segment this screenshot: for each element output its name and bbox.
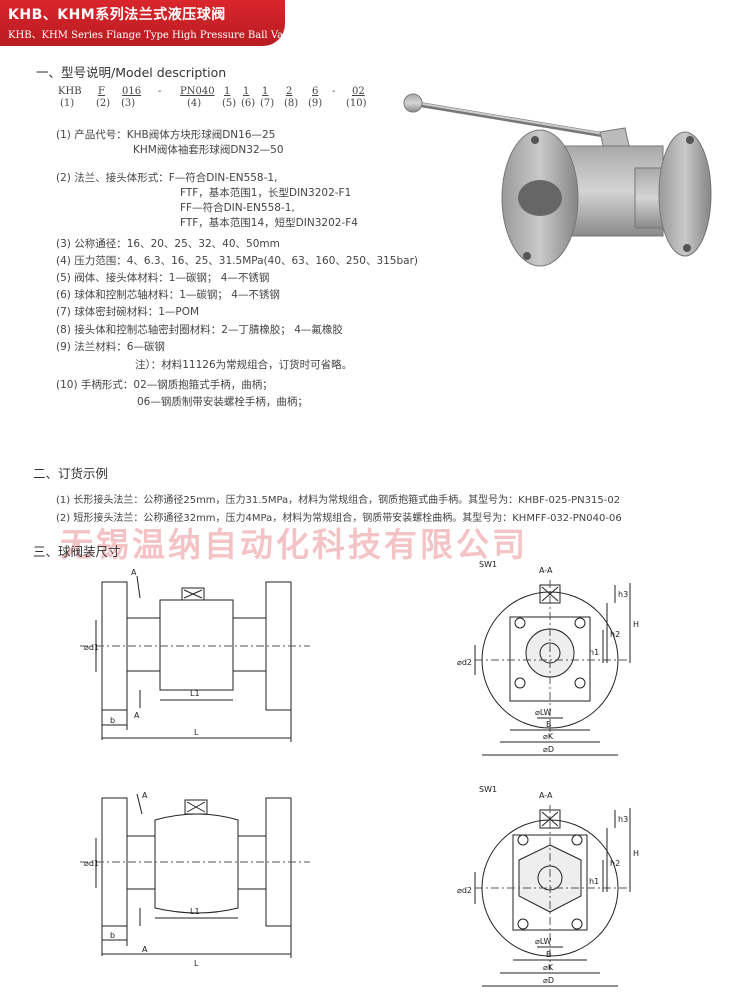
label-h3-2: h3 — [618, 815, 628, 824]
label-k: ⌀K — [543, 732, 554, 741]
label-a-top-2: A — [142, 791, 148, 800]
desc-line: (8) 接头体和控制芯轴密封圈材料：2—丁腈橡胶； 4—氟橡胶 — [56, 324, 343, 336]
label-h-2: H — [633, 849, 639, 858]
section-model-title: 一、型号说明/Model description — [36, 65, 227, 80]
label-a-bottom: A — [134, 711, 140, 720]
label-b-2: b — [110, 931, 115, 940]
code-index: (7) — [260, 98, 275, 109]
label-l1: L1 — [190, 689, 200, 698]
section-order-title: 二、订货示例 — [33, 466, 109, 481]
code-part: KHB — [58, 86, 82, 97]
label-k-2: ⌀K — [543, 963, 554, 972]
code-part: 6 — [312, 86, 319, 97]
header-red-bar — [0, 0, 285, 46]
label-l1-2: L1 — [190, 907, 200, 916]
code-part: 02 — [352, 86, 365, 97]
code-index: (5) — [222, 98, 237, 109]
code-part: 1 — [224, 86, 231, 97]
label-d: ⌀D — [543, 745, 554, 754]
section-dimensions-title: 三、球阀装尺寸 — [33, 544, 121, 559]
header-title-cn: KHB、KHM系列法兰式液压球阀 — [8, 7, 226, 23]
code-index: (4) — [187, 98, 202, 109]
label-b-width: B — [546, 720, 552, 729]
code-part: PN040 — [180, 86, 215, 97]
label-section-aa: A-A — [539, 566, 553, 575]
desc-line: KHM阀体袖套形球阀DN32—50 — [133, 144, 284, 156]
header-banner: KHB、KHM系列法兰式液压球阀 KHB、KHM Series Flange T… — [0, 0, 298, 46]
desc-line: (3) 公称通径：16、20、25、32、40、50mm — [56, 238, 280, 250]
label-lw: ⌀LW — [535, 708, 552, 717]
order-example: (2) 短形接头法兰：公称通径32mm，压力4MPa，材料为常规组合，钢质带安装… — [56, 513, 622, 524]
label-sw1-2: SW1 — [479, 785, 497, 794]
code-index: (8) — [284, 98, 299, 109]
label-h2-2: h2 — [610, 859, 620, 868]
code-part: 1 — [243, 86, 250, 97]
label-section-aa-2: A-A — [539, 791, 553, 800]
desc-line: 注）：材料11126为常规组合，订货时可省略。 — [135, 359, 353, 371]
label-l: L — [194, 728, 199, 737]
label-d1: ⌀d1 — [84, 643, 99, 652]
label-h: H — [633, 620, 639, 629]
code-part: 1 — [262, 86, 269, 97]
desc-line: (5) 阀体、接头体材料：1—碳钢； 4—不锈钢 — [56, 272, 270, 284]
label-l-2: L — [194, 959, 199, 968]
label-d-2: ⌀D — [543, 976, 554, 985]
side-view-drawing-1: A A ⌀d1 b L1 L — [80, 568, 310, 742]
code-part: 2 — [286, 86, 293, 97]
side-view-drawing-2: A A ⌀d1 b L1 L — [80, 791, 310, 968]
header-title-en: KHB、KHM Series Flange Type High Pressure… — [8, 30, 298, 41]
ball-valve-photo — [403, 93, 712, 267]
watermark-text: 无锡温纳自动化科技有限公司 — [60, 525, 528, 564]
desc-line: (4) 压力范围：4、6.3、16、25、31.5MPa(40、63、160、2… — [56, 255, 418, 267]
code-part: - — [332, 86, 336, 97]
label-h1-2: h1 — [589, 877, 599, 886]
label-lw-2: ⌀LW — [535, 937, 552, 946]
label-b-width-2: B — [546, 950, 552, 959]
code-part: 016 — [122, 86, 142, 97]
label-h1: h1 — [589, 648, 599, 657]
label-a-bottom-2: A — [142, 945, 148, 954]
desc-line: FTF，基本范围14，短型DIN3202-F4 — [180, 217, 358, 229]
code-index: (3) — [121, 98, 136, 109]
code-index: (6) — [241, 98, 256, 109]
label-d2-2: ⌀d2 — [457, 886, 472, 895]
section-view-drawing-2: SW1 A-A h3 H h2 h1 ⌀d2 ⌀LW B ⌀K ⌀D — [457, 785, 639, 987]
label-sw1: SW1 — [479, 560, 497, 569]
desc-line: FF—符合DIN-EN558-1, — [180, 202, 295, 214]
label-d2: ⌀d2 — [457, 658, 472, 667]
section-view-drawing-1: SW1 A-A h3 H h2 h1 ⌀d2 ⌀LW B ⌀K ⌀D — [457, 560, 639, 756]
code-part: - — [158, 86, 162, 97]
desc-line: (7) 球体密封碗材料：1—POM — [56, 306, 200, 318]
label-h2: h2 — [610, 630, 620, 639]
code-index: (9) — [308, 98, 323, 109]
code-part: F — [98, 86, 105, 97]
code-index: (10) — [346, 98, 367, 109]
label-h3: h3 — [618, 590, 628, 599]
order-example: (1) 长形接头法兰：公称通径25mm，压力31.5MPa，材料为常规组合，钢质… — [56, 495, 621, 506]
label-d1-2: ⌀d1 — [84, 859, 99, 868]
desc-line: (6) 球体和控制芯轴材料：1—碳钢； 4—不锈钢 — [56, 289, 280, 301]
desc-line: (1) 产品代号：KHB阀体方块形球阀DN16—25 — [56, 129, 276, 141]
desc-line: (9) 法兰材料：6—碳钢 — [56, 341, 165, 353]
code-index: (1) — [60, 98, 75, 109]
desc-line: 06—钢质制带安装螺栓手柄，曲柄； — [137, 396, 308, 408]
label-a-top: A — [131, 568, 137, 577]
desc-line: (2) 法兰、接头体形式：F—符合DIN-EN558-1, — [56, 172, 278, 184]
code-index: (2) — [96, 98, 111, 109]
desc-line: FTF，基本范围1，长型DIN3202-F1 — [180, 187, 352, 199]
label-b: b — [110, 716, 115, 725]
desc-line: (10) 手柄形式：02—钢质抱箍式手柄，曲柄； — [56, 379, 273, 391]
